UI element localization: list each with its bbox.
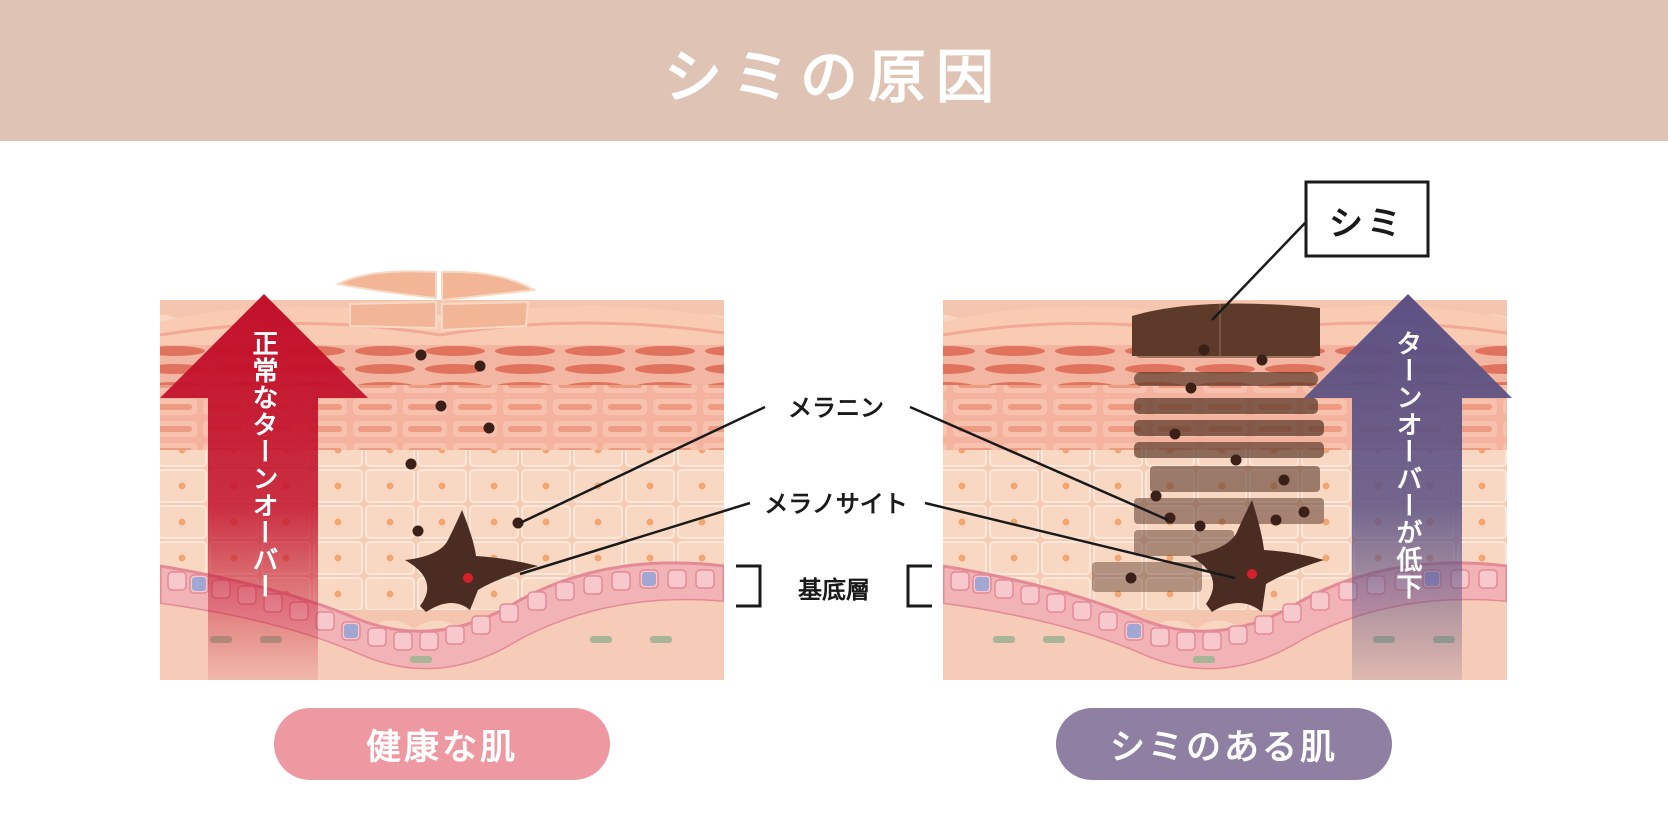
melanocyte-cell-left xyxy=(405,510,538,612)
header-band xyxy=(0,0,1668,141)
spot-label-box xyxy=(1304,180,1430,258)
spotted-skin-label-text: シミのある肌 xyxy=(1109,727,1338,768)
melanocyte-cell-right xyxy=(1190,500,1324,612)
shedding-skin-flakes xyxy=(334,270,538,332)
melanin-granules-right xyxy=(1125,344,1310,584)
callout-lines xyxy=(519,222,1306,580)
melanin-granules-left xyxy=(405,349,524,537)
reduced-turnover-arrow-text: ターンオーバーが低下 xyxy=(1392,330,1422,600)
spot-label-text: シミ xyxy=(1329,204,1405,244)
healthy-turnover-arrow xyxy=(160,294,368,680)
healthy-turnover-arrow-text: 正常なターンオーバー xyxy=(248,330,278,600)
callout-melanin: メラニン xyxy=(788,394,884,422)
basal-layer-brackets xyxy=(736,564,932,608)
reduced-turnover-arrow xyxy=(1304,294,1512,680)
skin-spot-surface xyxy=(1132,303,1320,356)
pigmented-cell-region xyxy=(1092,344,1324,592)
callout-basal-layer: 基底層 xyxy=(798,576,870,604)
spotted-skin-label: シミのある肌 xyxy=(1056,708,1392,780)
callout-melanocyte: メラノサイト xyxy=(764,490,908,518)
healthy-skin-label: 健康な肌 xyxy=(274,708,610,780)
healthy-skin-label-text: 健康な肌 xyxy=(365,727,518,768)
page-title: シミの原因 xyxy=(663,43,1004,111)
